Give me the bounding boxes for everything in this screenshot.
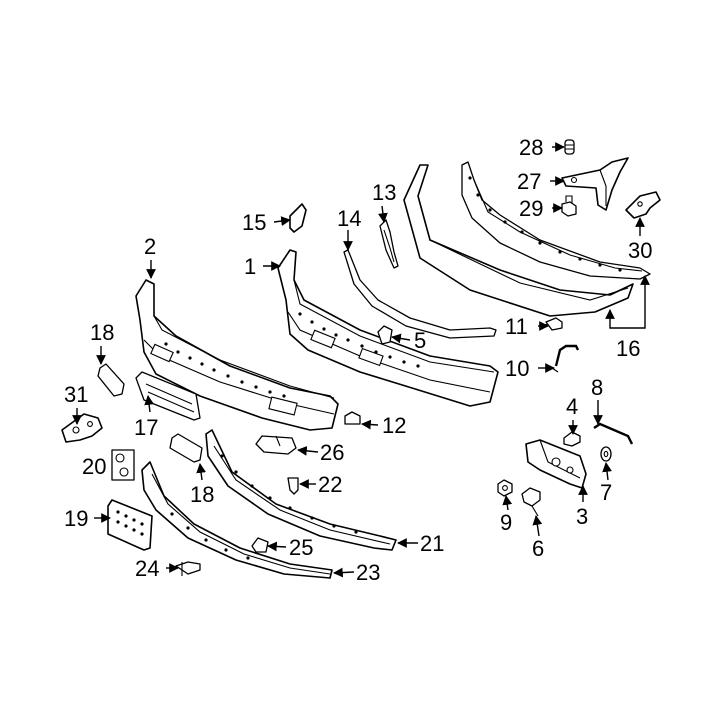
plate-bracket-holes	[116, 510, 144, 536]
callout-25: 25	[289, 535, 313, 560]
part-10-rod[interactable]	[551, 344, 580, 373]
callout-14: 14	[337, 206, 361, 231]
callout-13: 13	[372, 180, 396, 205]
part-25-clip[interactable]	[251, 537, 269, 553]
part-29-nut[interactable]	[561, 195, 577, 217]
callout-1: 1	[244, 254, 256, 279]
callout-3: 3	[576, 504, 588, 529]
part-17-grille-insert[interactable]	[135, 371, 201, 421]
callout-24: 24	[135, 556, 159, 581]
callout-18-upper: 18	[90, 320, 114, 345]
part-12-cap[interactable]	[344, 411, 361, 425]
deflector-holes	[170, 512, 250, 560]
part-18-reflector-left[interactable]	[97, 363, 125, 397]
callout-8: 8	[591, 375, 603, 400]
callout-17: 17	[134, 415, 158, 440]
part-24-bolt[interactable]	[175, 561, 201, 576]
callout-28: 28	[519, 135, 543, 160]
filler-clip-holes	[468, 176, 622, 272]
callout-15: 15	[242, 210, 266, 235]
callout-9: 9	[500, 510, 512, 535]
callout-16: 16	[616, 336, 640, 361]
part-5-clip[interactable]	[377, 325, 393, 345]
callout-6: 6	[532, 536, 544, 561]
callout-12: 12	[382, 413, 406, 438]
part-14-seal[interactable]	[343, 249, 497, 339]
callout-20: 20	[82, 454, 106, 479]
callout-19: 19	[64, 506, 88, 531]
part-1-face-bar[interactable]	[277, 249, 499, 407]
callout-2: 2	[144, 234, 156, 259]
callout-labels: 1 2 3 4 5 6 7 8 9 10 11 12 13 14 15 16 1…	[64, 135, 652, 585]
callout-29: 29	[519, 196, 543, 221]
part-31-bracket[interactable]	[61, 413, 103, 443]
part-6-bolt[interactable]	[521, 487, 541, 517]
part-30-bracket[interactable]	[625, 191, 661, 219]
part-26-clip[interactable]	[255, 435, 297, 455]
part-19-plate-bracket[interactable]	[107, 499, 153, 551]
part-27-bracket[interactable]	[561, 157, 629, 211]
callout-5: 5	[414, 328, 426, 353]
part-3-mounting-bracket[interactable]	[525, 439, 587, 489]
callout-26: 26	[320, 440, 344, 465]
part-11-bolt[interactable]	[539, 317, 563, 331]
part-2-bumper-shell[interactable]	[135, 279, 339, 431]
part-4-bolt[interactable]	[563, 431, 581, 447]
callout-27: 27	[517, 169, 541, 194]
part-28-clip[interactable]	[564, 139, 575, 155]
face-bar-holes	[298, 312, 420, 368]
part-21-lower-valance[interactable]	[205, 429, 397, 551]
part-9-nut[interactable]	[497, 479, 513, 497]
part-16-filler-panel[interactable]	[403, 161, 651, 317]
valance-holes	[220, 454, 358, 534]
callout-11: 11	[505, 314, 528, 339]
callout-22: 22	[318, 472, 342, 497]
part-13-reinforcement[interactable]	[379, 219, 399, 269]
callout-10: 10	[505, 356, 529, 381]
part-20-screws[interactable]	[111, 449, 135, 481]
callout-4: 4	[566, 394, 578, 419]
bumper-shell-holes	[164, 342, 286, 398]
part-22-pin[interactable]	[287, 477, 299, 495]
callout-18-lower: 18	[190, 482, 214, 507]
part-23-air-deflector[interactable]	[141, 461, 333, 579]
part-18-reflector-lower[interactable]	[169, 433, 203, 463]
callout-31: 31	[64, 382, 88, 407]
part-8-rod[interactable]	[593, 422, 634, 445]
callout-21: 21	[420, 531, 444, 556]
callout-23: 23	[356, 560, 380, 585]
part-7-washer[interactable]	[600, 446, 612, 462]
leader-lines	[72, 142, 650, 578]
callout-7: 7	[600, 480, 612, 505]
part-15-bracket[interactable]	[289, 203, 307, 233]
callout-30: 30	[628, 238, 652, 263]
